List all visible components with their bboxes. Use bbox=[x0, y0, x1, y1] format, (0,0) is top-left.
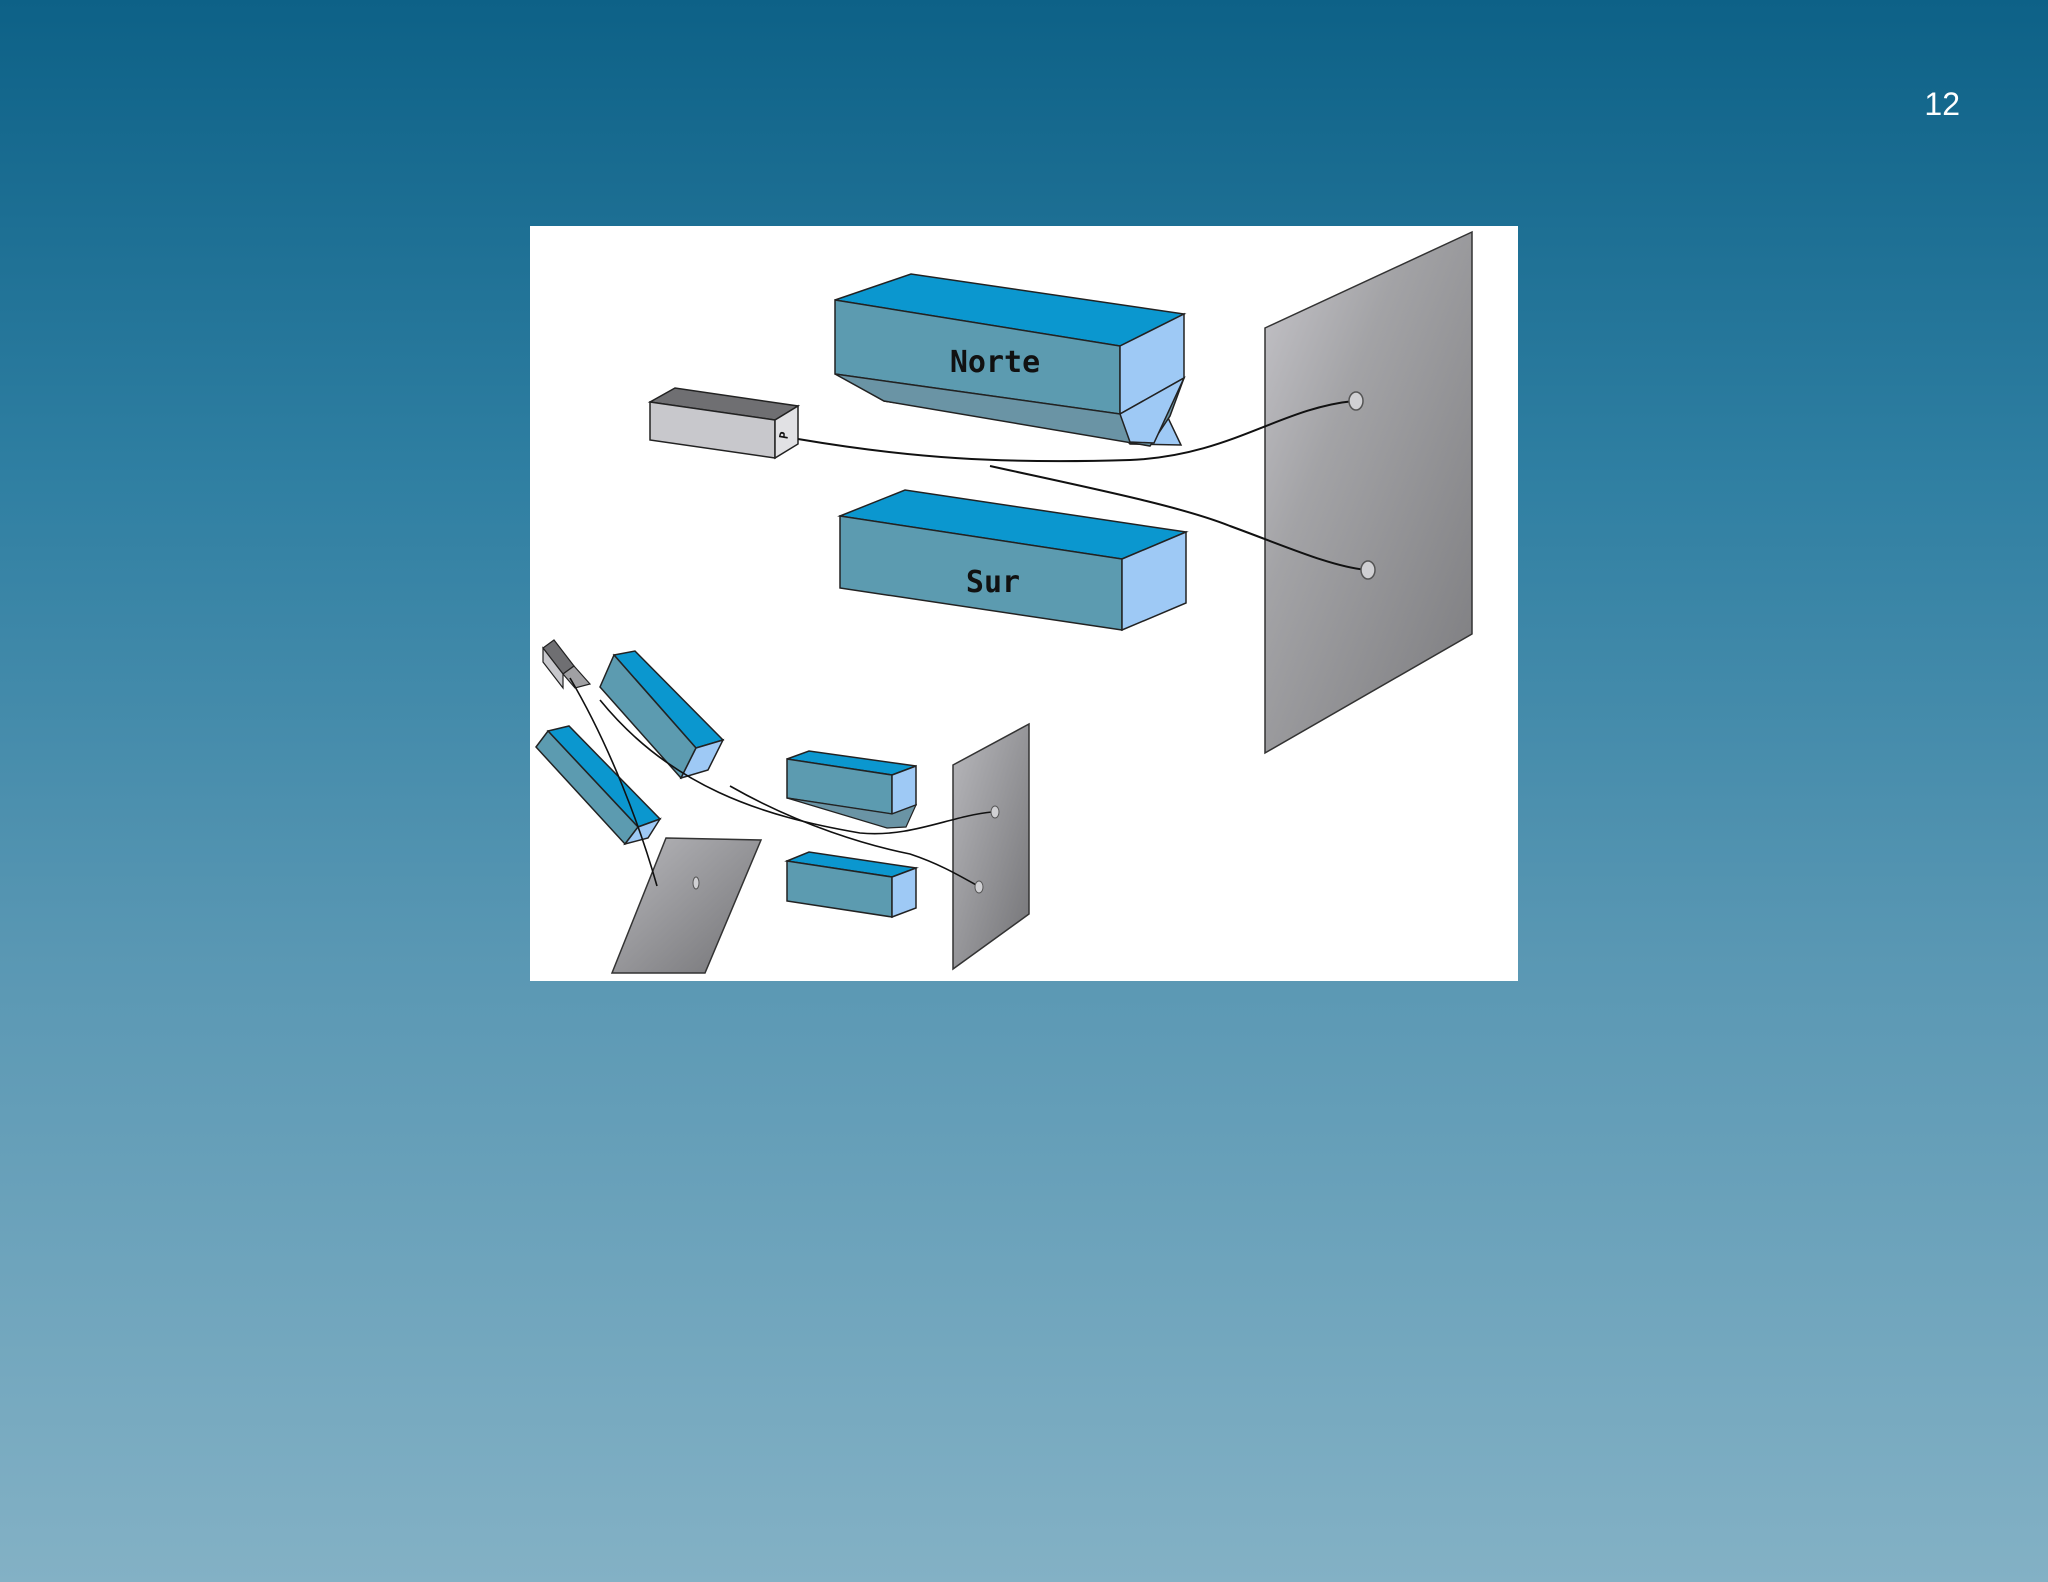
trajectory-small-straight bbox=[569, 677, 658, 887]
particle-source: P bbox=[647, 387, 801, 460]
magnetic-deflection-diagram: Norte P Sur bbox=[535, 230, 1473, 974]
impact-point-upper-large bbox=[1348, 391, 1364, 411]
trajectory-small-upper bbox=[599, 699, 993, 835]
magnet-norte-label: Norte bbox=[950, 345, 1040, 380]
trajectory-small-lower bbox=[729, 785, 979, 887]
magnet-small-tilted-upper bbox=[599, 650, 725, 780]
slide-number: 12 bbox=[1924, 86, 1960, 122]
detector-screen-small bbox=[952, 722, 1030, 971]
impact-point-small-tilted bbox=[692, 876, 700, 890]
detector-screen-large bbox=[1264, 230, 1473, 755]
magnet-small-tilted-lower bbox=[535, 725, 662, 846]
trajectory-upper-large bbox=[797, 400, 1355, 463]
magnet-sur-label: Sur bbox=[966, 565, 1020, 600]
particle-source-label: P bbox=[777, 431, 792, 441]
magnet-small-straight-lower bbox=[784, 851, 919, 919]
trajectory-lower-large bbox=[989, 465, 1367, 571]
impact-point-small-lower bbox=[974, 880, 984, 894]
detector-screen-small-tilted bbox=[610, 837, 763, 974]
particle-source-small bbox=[542, 639, 592, 690]
impact-point-small-upper bbox=[990, 805, 1000, 819]
magnet-small-straight-upper bbox=[786, 750, 918, 829]
magnet-norte: Norte bbox=[834, 273, 1187, 447]
diagram-figure: Norte P Sur bbox=[530, 226, 1518, 981]
magnet-sur: Sur bbox=[837, 489, 1189, 632]
impact-point-lower-large bbox=[1360, 560, 1376, 580]
